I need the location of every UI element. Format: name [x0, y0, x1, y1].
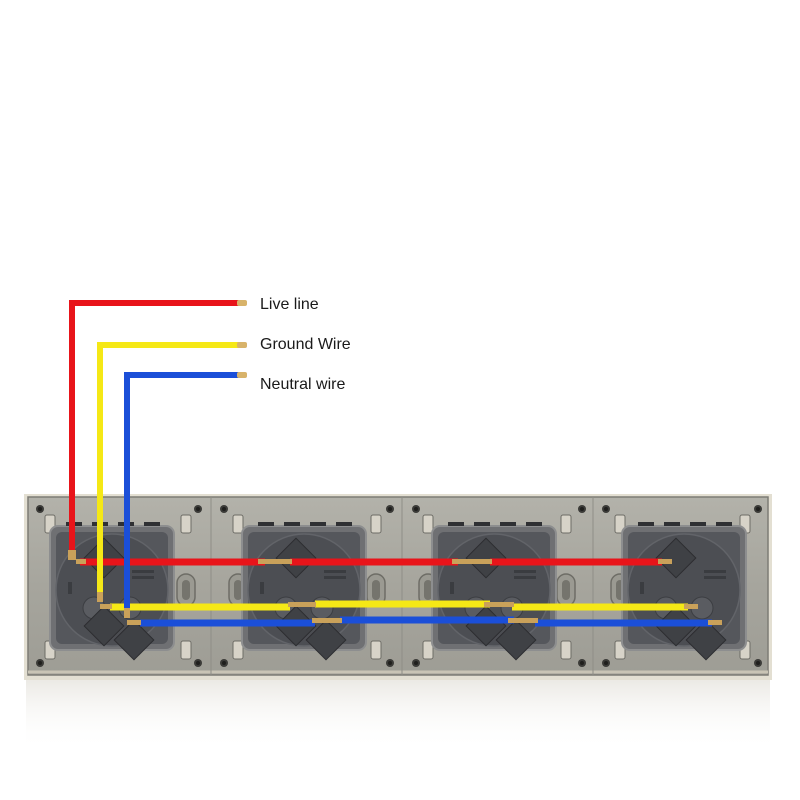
legend-live-label: Live line	[260, 296, 319, 313]
socket-1	[49, 521, 175, 661]
live-wire	[68, 300, 672, 566]
panel-reflection	[26, 680, 770, 750]
socket-4	[621, 521, 747, 661]
legend-neutral-label: Neutral wire	[260, 376, 346, 393]
socket-2	[241, 521, 367, 661]
neutral-wire	[124, 372, 722, 627]
ground-wire	[97, 342, 698, 611]
socket-3	[431, 521, 557, 661]
legend-ground-label: Ground Wire	[260, 336, 351, 353]
